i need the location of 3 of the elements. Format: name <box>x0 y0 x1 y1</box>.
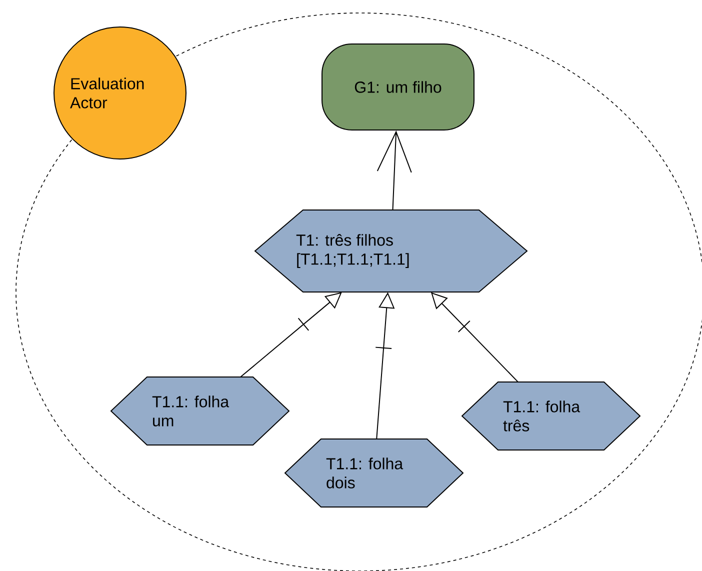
actor-boundary <box>16 12 702 571</box>
goal-box: G1: um filho <box>322 44 474 130</box>
decomposition-link <box>240 292 342 378</box>
